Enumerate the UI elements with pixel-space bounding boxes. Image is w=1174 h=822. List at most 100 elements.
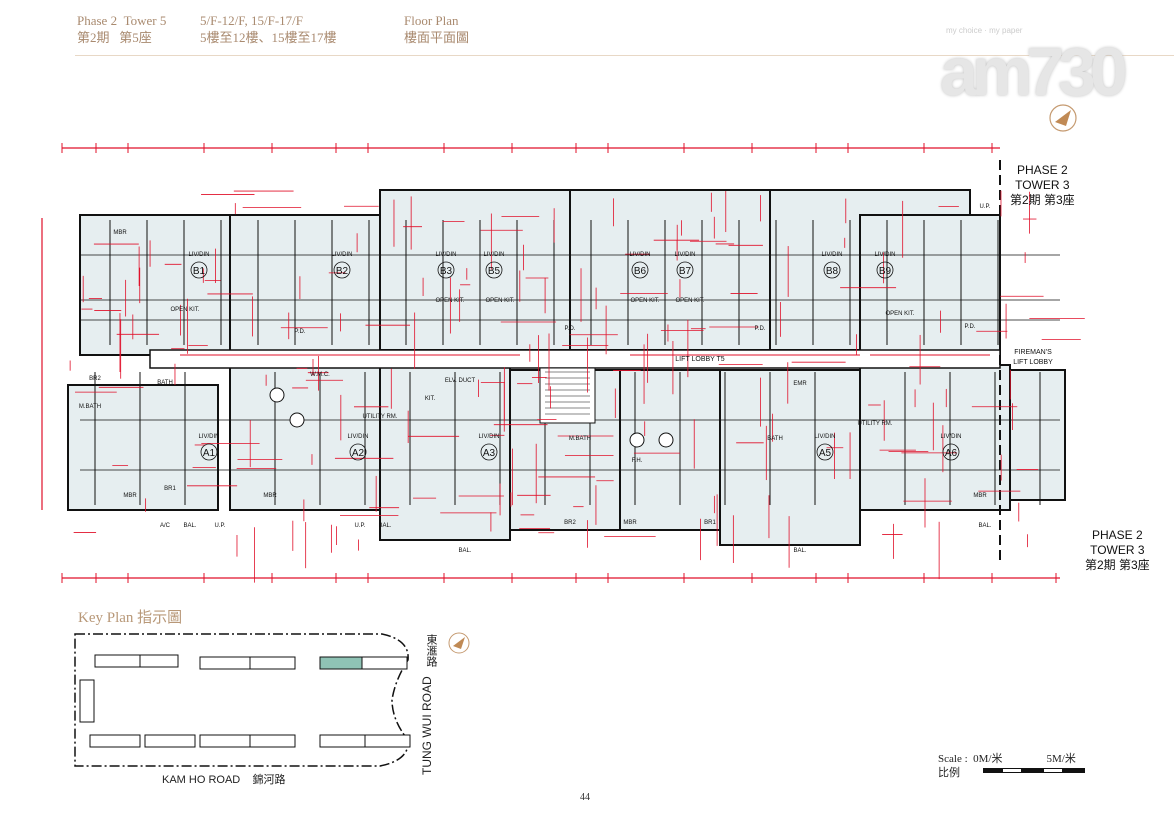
- scale-start: 0M/米: [973, 753, 1003, 765]
- building-block: [569, 189, 771, 351]
- logo-tagline: my choice · my paper: [946, 26, 1023, 35]
- unit-a6: A6: [945, 448, 958, 459]
- unit-b9-circle: [876, 261, 894, 279]
- key-plan-tower: [144, 734, 196, 748]
- lift-icon: [629, 432, 645, 448]
- room-label: MBR: [263, 493, 277, 499]
- room-label: BAL.: [978, 523, 991, 529]
- liv-din-label: LIV/DIN: [331, 252, 352, 258]
- road-kam-ho: KAM HO ROAD 錦河路: [162, 771, 285, 787]
- header-title: Floor Plan 樓面平面圖: [404, 12, 469, 46]
- key-plan: [74, 633, 411, 767]
- key-plan-tower: [199, 734, 251, 748]
- fireman-lobby-label: FIREMAN'S: [1014, 349, 1052, 356]
- unit-b2-circle: [333, 261, 351, 279]
- unit-a3: A3: [483, 448, 496, 459]
- key-plan-north-arrow-icon: [448, 632, 470, 654]
- building-block: [719, 369, 861, 546]
- room-label: BATH: [157, 380, 173, 386]
- corridor: [149, 349, 1001, 369]
- room-label: OPEN KIT.: [630, 298, 659, 304]
- note-phase: PHASE 2: [1016, 163, 1068, 177]
- tower-en: Tower 5: [123, 13, 167, 28]
- unit-b6-circle: [631, 261, 649, 279]
- room-label: BAL.: [183, 523, 196, 529]
- note-zh: 第2期 第3座: [1085, 558, 1150, 572]
- room-label: F.H.: [632, 458, 643, 464]
- unit-b7: B7: [679, 266, 692, 277]
- unit-b5-circle: [485, 261, 503, 279]
- watermark-logo: my choice · my paper am730: [940, 26, 1140, 110]
- unit-b3: B3: [440, 266, 453, 277]
- room-label: BAL.: [458, 548, 471, 554]
- building-block: [67, 384, 219, 511]
- room-label: OPEN KIT.: [170, 307, 199, 313]
- road-tung-wui: TUNG WUI ROAD: [420, 676, 434, 775]
- title-zh: 樓面平面圖: [404, 30, 470, 45]
- key-plan-tower: [361, 656, 408, 670]
- room-label: U.P.: [355, 523, 366, 529]
- liv-din-label: LIV/DIN: [483, 252, 504, 258]
- unit-a1: A1: [203, 448, 216, 459]
- key-plan-tower: [249, 734, 296, 748]
- key-plan-tower: [139, 654, 179, 668]
- scale-end: 5M/米: [1046, 753, 1076, 765]
- room-label: BR1: [704, 520, 716, 526]
- room-label: BR2: [564, 520, 576, 526]
- north-arrow-icon: [1049, 104, 1077, 132]
- note-tower: TOWER 3: [1090, 543, 1145, 557]
- room-label: MBR: [113, 230, 127, 236]
- room-label: W.M.C.: [310, 372, 330, 378]
- liv-din-label: LIV/DIN: [198, 434, 219, 440]
- key-plan-tower: [199, 656, 251, 670]
- liv-din-label: LIV/DIN: [674, 252, 695, 258]
- scale-label-zh: 比例: [938, 767, 960, 779]
- room-label: P.D.: [965, 324, 976, 330]
- key-plan-tower: [319, 734, 366, 748]
- building-block: [229, 214, 381, 356]
- tower-zh: 第5座: [119, 30, 152, 45]
- lift-icon: [289, 412, 305, 428]
- building-block: [859, 214, 1001, 356]
- room-label: OPEN KIT.: [885, 311, 914, 317]
- neighbour-note-bottom: PHASE 2 TOWER 3 第2期 第3座: [1085, 528, 1150, 573]
- room-label: EMR: [793, 381, 807, 387]
- logo-text: am730: [940, 34, 1128, 110]
- stair: [539, 367, 596, 424]
- unit-a6-circle: [942, 443, 960, 461]
- header-phase-tower: Phase 2 Tower 5 第2期 第5座: [77, 12, 166, 46]
- unit-b5: B5: [488, 266, 501, 277]
- neighbour-note-top: PHASE 2 TOWER 3 第2期 第3座: [1010, 163, 1075, 208]
- room-label: U.P.: [215, 523, 226, 529]
- liv-din-label: LIV/DIN: [940, 434, 961, 440]
- note-tower: TOWER 3: [1015, 178, 1070, 192]
- lift-icon: [269, 387, 285, 403]
- unit-a2-circle: [349, 443, 367, 461]
- note-zh: 第2期 第3座: [1010, 193, 1075, 207]
- unit-b6: B6: [634, 266, 647, 277]
- room-label: P.D.: [755, 326, 766, 332]
- liv-din-label: LIV/DIN: [814, 434, 835, 440]
- key-plan-tower: [249, 656, 296, 670]
- room-label: OPEN KIT.: [675, 298, 704, 304]
- phase-zh: 第2期: [77, 30, 110, 45]
- title-en: Floor Plan: [404, 13, 459, 28]
- room-label: MBR: [123, 493, 137, 499]
- key-plan-tower: [79, 679, 95, 723]
- unit-b8-circle: [823, 261, 841, 279]
- room-label: P.D.: [565, 326, 576, 332]
- unit-b1-circle: [190, 261, 208, 279]
- room-label: OPEN KIT.: [435, 298, 464, 304]
- key-plan-title: Key Plan 指示圖: [78, 610, 183, 626]
- liv-din-label: LIV/DIN: [821, 252, 842, 258]
- room-label: M.BATH: [79, 404, 101, 410]
- unit-a3-circle: [480, 443, 498, 461]
- building-block: [1009, 369, 1066, 501]
- liv-din-label: LIV/DIN: [347, 434, 368, 440]
- room-label: UTILITY RM.: [363, 414, 398, 420]
- phase-en: Phase 2: [77, 13, 118, 28]
- liv-din-label: LIV/DIN: [188, 252, 209, 258]
- room-label: ELV. DUCT: [445, 378, 476, 384]
